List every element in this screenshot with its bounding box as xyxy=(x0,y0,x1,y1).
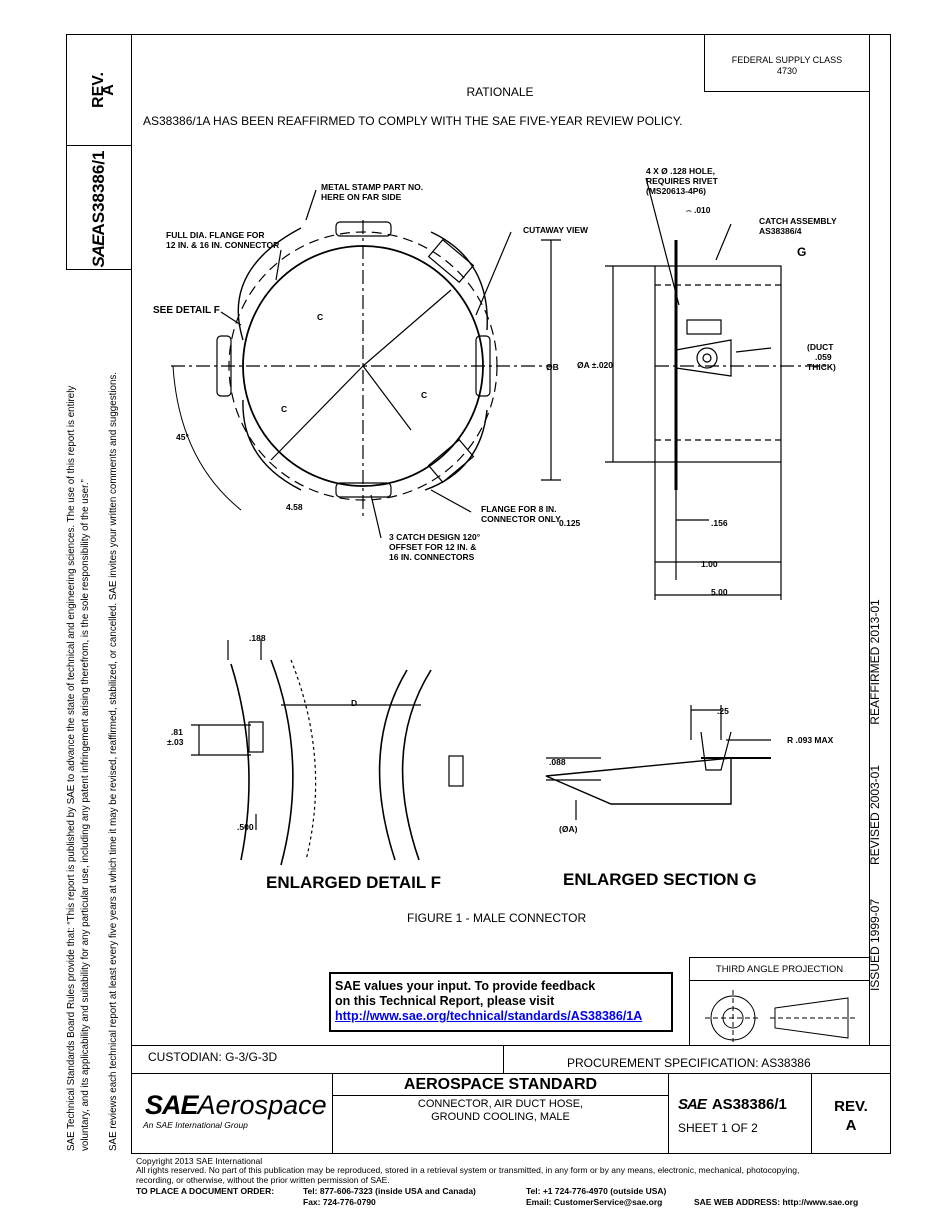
label-dim81b: ±.03 xyxy=(167,737,184,747)
footer-fax: Fax: 724-776-0790 xyxy=(303,1197,376,1207)
label-catch-asm1: CATCH ASSEMBLY xyxy=(759,216,837,226)
supply-class-label: FEDERAL SUPPLY CLASS xyxy=(731,55,843,65)
label-duct1: (DUCT xyxy=(807,342,834,352)
label-dim500: 5.00 xyxy=(711,587,728,597)
label-c2: C xyxy=(421,390,427,400)
label-dim0125: 0.125 xyxy=(559,518,581,528)
side-doc-number: SAEAS38386/1 xyxy=(89,150,108,268)
label-angle45: 45° xyxy=(176,432,189,442)
standard-subtitle2: GROUND COOLING, MALE xyxy=(431,1111,570,1123)
footer-rights2: recording, or otherwise, without the pri… xyxy=(136,1175,390,1185)
sae-logo-subtitle: An SAE International Group xyxy=(143,1120,248,1130)
label-catch1: 3 CATCH DESIGN 120° xyxy=(389,532,481,542)
label-duct2: .059 xyxy=(815,352,832,362)
label-oa2: (ØA) xyxy=(559,824,578,834)
rev-label: REV. xyxy=(834,1098,868,1115)
label-dim100: 1.00 xyxy=(701,559,718,569)
label-dim156: .156 xyxy=(711,518,728,528)
label-cutaway: CUTAWAY VIEW xyxy=(523,225,589,235)
standard-subtitle1: CONNECTOR, AIR DUCT HOSE, xyxy=(417,1098,584,1110)
label-full-dia: FULL DIA. FLANGE FOR xyxy=(166,230,265,240)
label-metal-stamp-2: HERE ON FAR SIDE xyxy=(321,192,402,202)
label-c1: C xyxy=(317,312,323,322)
rationale-title: RATIONALE xyxy=(466,85,534,99)
technical-drawing: METAL STAMP PART NO. HERE ON FAR SIDE FU… xyxy=(153,166,837,925)
label-dim500b: .500 xyxy=(237,822,254,832)
feedback-box xyxy=(329,972,673,1032)
label-catch2: OFFSET FOR 12 IN. & xyxy=(389,542,476,552)
label-ob: ØB xyxy=(546,362,559,372)
label-r093: R .093 MAX xyxy=(787,735,834,745)
label-duct3: THICK) xyxy=(807,362,836,372)
label-d: D xyxy=(351,698,357,708)
label-flange8b: CONNECTOR ONLY xyxy=(481,514,561,524)
disclaimer-line3: SAE reviews each technical report at lea… xyxy=(108,371,119,1151)
label-hole3: (MS20613-4P6) xyxy=(646,186,706,196)
footer-web[interactable]: SAE WEB ADDRESS: http://www.sae.org xyxy=(694,1197,859,1207)
side-rev-value: A xyxy=(100,84,117,96)
footer-tel1: Tel: 877-606-7323 (inside USA and Canada… xyxy=(303,1186,476,1196)
enlarged-detail-f-title: ENLARGED DETAIL F xyxy=(266,873,441,892)
label-hole2: REQUIRES RIVET xyxy=(646,176,719,186)
rationale-text: AS38386/1A HAS BEEN REAFFIRMED TO COMPLY… xyxy=(143,114,683,128)
label-dim458: 4.58 xyxy=(286,502,303,512)
figure-caption: FIGURE 1 - MALE CONNECTOR xyxy=(407,911,586,925)
label-see-detail: SEE DETAIL F xyxy=(153,305,220,316)
disclaimer-line1: SAE Technical Standards Board Rules prov… xyxy=(66,385,77,1151)
rev-box xyxy=(811,1073,891,1154)
label-dim188: .188 xyxy=(249,633,266,643)
label-full-dia-2: 12 IN. & 16 IN. CONNECTOR xyxy=(166,240,279,250)
projection-divider xyxy=(689,980,870,981)
footer-copyright: Copyright 2013 SAE International xyxy=(136,1156,263,1166)
label-dim81: .81 xyxy=(171,727,183,737)
procurement-text: PROCUREMENT SPECIFICATION: AS38386 xyxy=(567,1056,811,1070)
sae-aerospace-logo: SAEAerospace xyxy=(145,1090,327,1120)
footer-order-label: TO PLACE A DOCUMENT ORDER: xyxy=(136,1186,275,1196)
label-flat010: ⌢ .010 xyxy=(686,205,711,215)
date-reaffirmed: REAFFIRMED 2013-01 xyxy=(868,599,882,725)
projection-label: THIRD ANGLE PROJECTION xyxy=(715,964,844,975)
disclaimer-line2: voluntary, and its applicability and sui… xyxy=(80,479,91,1151)
title-underline xyxy=(332,1095,669,1096)
label-metal-stamp: METAL STAMP PART NO. xyxy=(321,182,423,192)
footer-rights1: All rights reserved. No part of this pub… xyxy=(136,1165,800,1175)
sheet-number: SHEET 1 OF 2 xyxy=(678,1121,758,1135)
custodian-text: CUSTODIAN: G-3/G-3D xyxy=(148,1050,278,1064)
label-catch-asm2: AS38386/4 xyxy=(759,226,802,236)
feedback-link[interactable]: http://www.sae.org/technical/standards/A… xyxy=(335,1009,643,1023)
footer-email[interactable]: Email: CustomerService@sae.org xyxy=(526,1197,663,1207)
feedback-line2: on this Technical Report, please visit xyxy=(335,994,555,1008)
date-revised: REVISED 2003-01 xyxy=(868,764,882,866)
date-issued: ISSUED 1999-07 xyxy=(868,898,882,992)
label-dim088: .088 xyxy=(549,757,566,767)
label-catch3: 16 IN. CONNECTORS xyxy=(389,552,475,562)
feedback-line1: SAE values your input. To provide feedba… xyxy=(335,979,596,993)
sae-logo-doc: SAE xyxy=(678,1096,707,1113)
rev-value: A xyxy=(845,1117,857,1134)
date-column-line xyxy=(869,34,870,1046)
doc-number-box xyxy=(668,1073,812,1154)
standard-title: AEROSPACE STANDARD xyxy=(403,1076,598,1093)
label-g: G xyxy=(797,245,806,259)
label-hole1: 4 X Ø .128 HOLE, xyxy=(646,166,715,176)
label-oa: ØA ±.020 xyxy=(577,360,613,370)
footer-tel2: Tel: +1 724-776-4970 (outside USA) xyxy=(526,1186,667,1196)
label-c3: C xyxy=(281,404,287,414)
label-flange8: FLANGE FOR 8 IN. xyxy=(481,504,557,514)
supply-class-value: 4730 xyxy=(776,66,798,76)
enlarged-section-g-title: ENLARGED SECTION G xyxy=(563,870,757,889)
label-dim25: .25 xyxy=(717,706,729,716)
projection-symbol-icon xyxy=(705,990,855,1042)
sae-logo-small: SAE xyxy=(89,235,108,268)
